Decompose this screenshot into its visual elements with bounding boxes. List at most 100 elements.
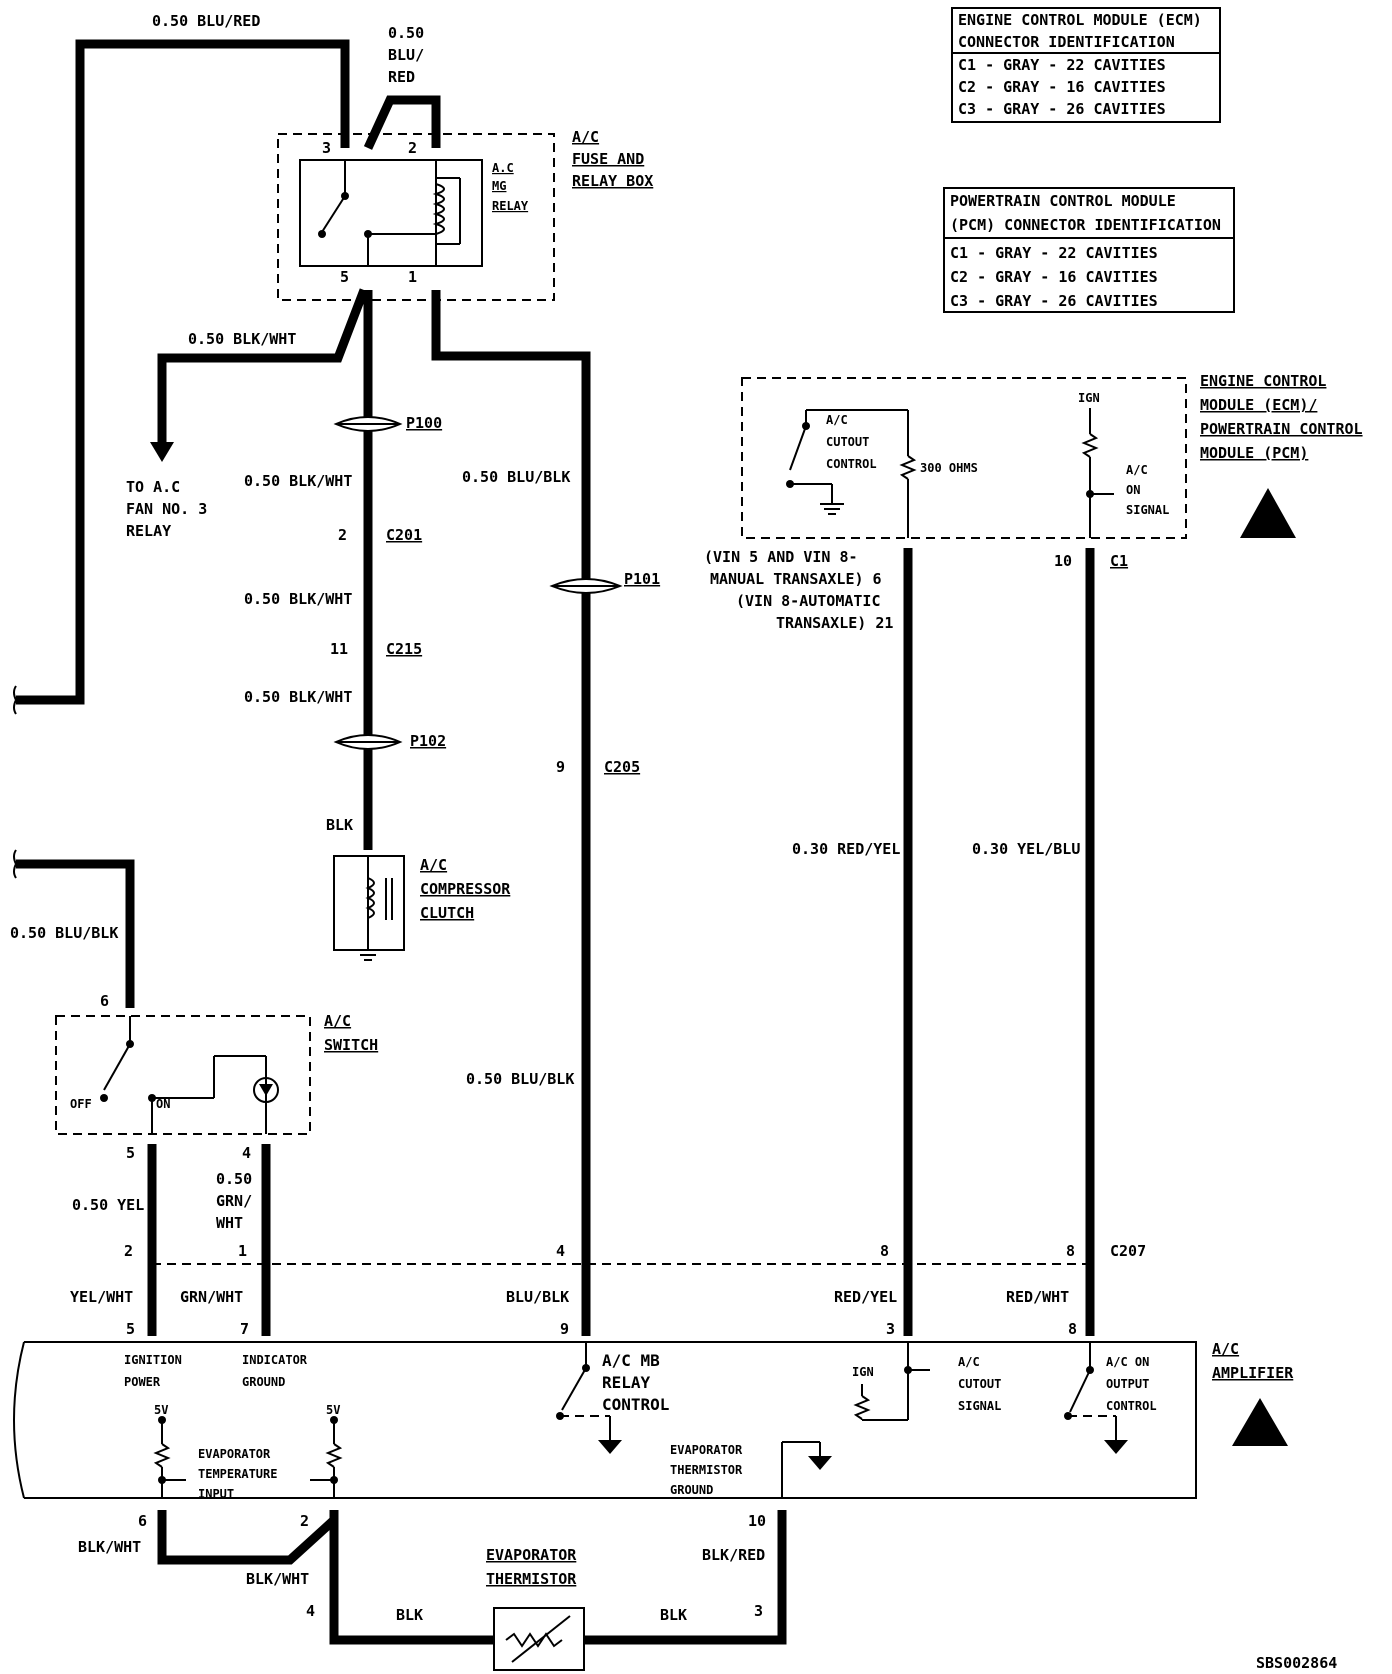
ecm-table-title: ENGINE CONTROL MODULE (ECM) — [958, 11, 1202, 29]
thermistor-title: EVAPORATOR — [486, 1546, 577, 1564]
ac-switch — [55, 1015, 311, 1135]
relay-pin: 5 — [340, 268, 349, 286]
amp-title: A/C — [1212, 1340, 1239, 1358]
wire-blu-red-mid — [363, 95, 441, 150]
amp-cutout-signal-label: SIGNAL — [958, 1399, 1001, 1413]
wire-blk-wht-lower — [157, 1510, 338, 1565]
compressor-label: COMPRESSOR — [420, 880, 511, 898]
c207-pin: 8 — [1066, 1242, 1075, 1260]
ecm-on-signal-label: A/C — [1126, 463, 1148, 477]
amp-evap-ground-label: THERMISTOR — [670, 1463, 743, 1477]
relay-label: MG — [492, 179, 506, 193]
wire-label-blu-blk: 0.50 BLU/BLK — [462, 468, 570, 486]
connector-pin: 2 — [338, 526, 347, 544]
lower-wire-label: RED/WHT — [1006, 1288, 1069, 1306]
ecm-connector-c1: C1 — [1110, 552, 1128, 570]
c207-pin: 2 — [124, 1242, 133, 1260]
fuse-box-title: A/C — [572, 128, 599, 146]
amp-mb-relay-label: A/C MB — [602, 1351, 660, 1370]
lower-wire-label: GRN/WHT — [180, 1288, 243, 1306]
thermistor-wire-label: BLK — [396, 1606, 423, 1624]
wire-label-blu-red-mid: RED — [388, 68, 415, 86]
connector-c215: C215 — [386, 640, 422, 658]
ecm-table-row: C1 - GRAY - 22 CAVITIES — [958, 56, 1166, 74]
pcm-table-row: C1 - GRAY - 22 CAVITIES — [950, 244, 1158, 262]
relay-label: RELAY — [492, 199, 529, 213]
ecm-on-signal-label: SIGNAL — [1126, 503, 1169, 517]
ecm-module-title: ENGINE CONTROL — [1200, 372, 1326, 390]
relay-label: A.C — [492, 161, 514, 175]
wire-blk-thermistor-left — [329, 1510, 494, 1645]
switch-on-label: ON — [156, 1097, 170, 1111]
wire-break-left-mid — [13, 849, 17, 879]
wire-label-blu-blk-left: 0.50 BLU/BLK — [10, 924, 118, 942]
amp-cutout-signal-label: CUTOUT — [958, 1377, 1001, 1391]
to-fan-relay-label: RELAY — [126, 522, 171, 540]
wire-label-blk-wht: 0.50 BLK/WHT — [188, 330, 296, 348]
wire-label-blk: BLK — [326, 816, 353, 834]
amp-pin: 8 — [1068, 1320, 1077, 1338]
thermistor-wire-label: BLK — [660, 1606, 687, 1624]
wire-blu-blk-main — [431, 290, 591, 1336]
ecm-on-signal-label: ON — [1126, 483, 1140, 497]
wire-label-grn-wht: 0.50 — [216, 1170, 252, 1188]
amp-pin: 5 — [126, 1320, 135, 1338]
switch-pin: 6 — [100, 992, 109, 1010]
amp-on-output-label: CONTROL — [1106, 1399, 1157, 1413]
wire-blk-wht-fan — [157, 288, 369, 450]
amp-pin: 9 — [560, 1320, 569, 1338]
amp-5v-label: 5V — [154, 1403, 168, 1417]
amp-ind-ground-label: GROUND — [242, 1375, 285, 1389]
compressor-clutch — [333, 855, 405, 961]
amp-pin-bottom: 2 — [300, 1512, 309, 1530]
amp-mb-relay-label: CONTROL — [602, 1395, 669, 1414]
esd-warning-icon — [1240, 488, 1296, 538]
wire-label-blu-red-mid: BLU/ — [388, 46, 424, 64]
switch-title: SWITCH — [324, 1036, 378, 1054]
switch-pin: 4 — [242, 1144, 251, 1162]
c207-pin: 1 — [238, 1242, 247, 1260]
connector-p101: P101 — [624, 570, 660, 588]
wire-label-grn-wht: WHT — [216, 1214, 243, 1232]
connector-pin: 11 — [330, 640, 348, 658]
ecm-module-title: POWERTRAIN CONTROL — [1200, 420, 1363, 438]
switch-title: A/C — [324, 1012, 351, 1030]
pcm-table-subtitle: (PCM) CONNECTOR IDENTIFICATION — [950, 216, 1221, 234]
ecm-resistor-label: 300 OHMS — [920, 461, 978, 475]
amp-title: AMPLIFIER — [1212, 1364, 1294, 1382]
relay-pin: 2 — [408, 139, 417, 157]
wire-label-yel-blu: 0.30 YEL/BLU — [972, 840, 1080, 858]
splice-p100 — [333, 416, 403, 432]
pcm-table-row: C2 - GRAY - 16 CAVITIES — [950, 268, 1158, 286]
ecm-table-row: C2 - GRAY - 16 CAVITIES — [958, 78, 1166, 96]
splice-p102 — [333, 734, 403, 750]
ecm-cutout-label: CUTOUT — [826, 435, 869, 449]
ecm-pin6-note: TRANSAXLE) 21 — [776, 614, 893, 632]
splice-p101 — [549, 578, 623, 594]
ecm-pcm-module — [741, 377, 1187, 539]
ecm-ign-label: IGN — [1078, 391, 1100, 405]
compressor-label: A/C — [420, 856, 447, 874]
ecm-pin6-note: MANUAL TRANSAXLE) 6 — [710, 570, 882, 588]
pcm-table-row: C3 - GRAY - 26 CAVITIES — [950, 292, 1158, 310]
ecm-module-title: MODULE (PCM) — [1200, 444, 1308, 462]
amp-ign-label: IGN — [852, 1365, 874, 1379]
amp-ign-power-label: POWER — [124, 1375, 161, 1389]
evaporator-thermistor — [493, 1607, 585, 1671]
amp-on-output-label: A/C ON — [1106, 1355, 1149, 1369]
connector-c207: C207 — [1110, 1242, 1146, 1260]
amp-mb-relay-label: RELAY — [602, 1373, 651, 1392]
wire-blk-thermistor-right — [584, 1510, 787, 1645]
thermistor-title: THERMISTOR — [486, 1570, 577, 1588]
wire-label-red-yel: 0.30 RED/YEL — [792, 840, 900, 858]
amp-pin-bottom: 6 — [138, 1512, 147, 1530]
pcm-connector-table: POWERTRAIN CONTROL MODULE (PCM) CONNECTO… — [943, 187, 1235, 313]
ecm-cutout-label: CONTROL — [826, 457, 877, 471]
connector-c205: C205 — [604, 758, 640, 776]
amp-5v-label: 5V — [326, 1403, 340, 1417]
amp-ind-ground-label: INDICATOR — [242, 1353, 308, 1367]
c207-pin: 4 — [556, 1242, 565, 1260]
wire-label-blu-red-mid: 0.50 — [388, 24, 424, 42]
amp-evap-ground-label: GROUND — [670, 1483, 713, 1497]
connector-p102: P102 — [410, 732, 446, 750]
